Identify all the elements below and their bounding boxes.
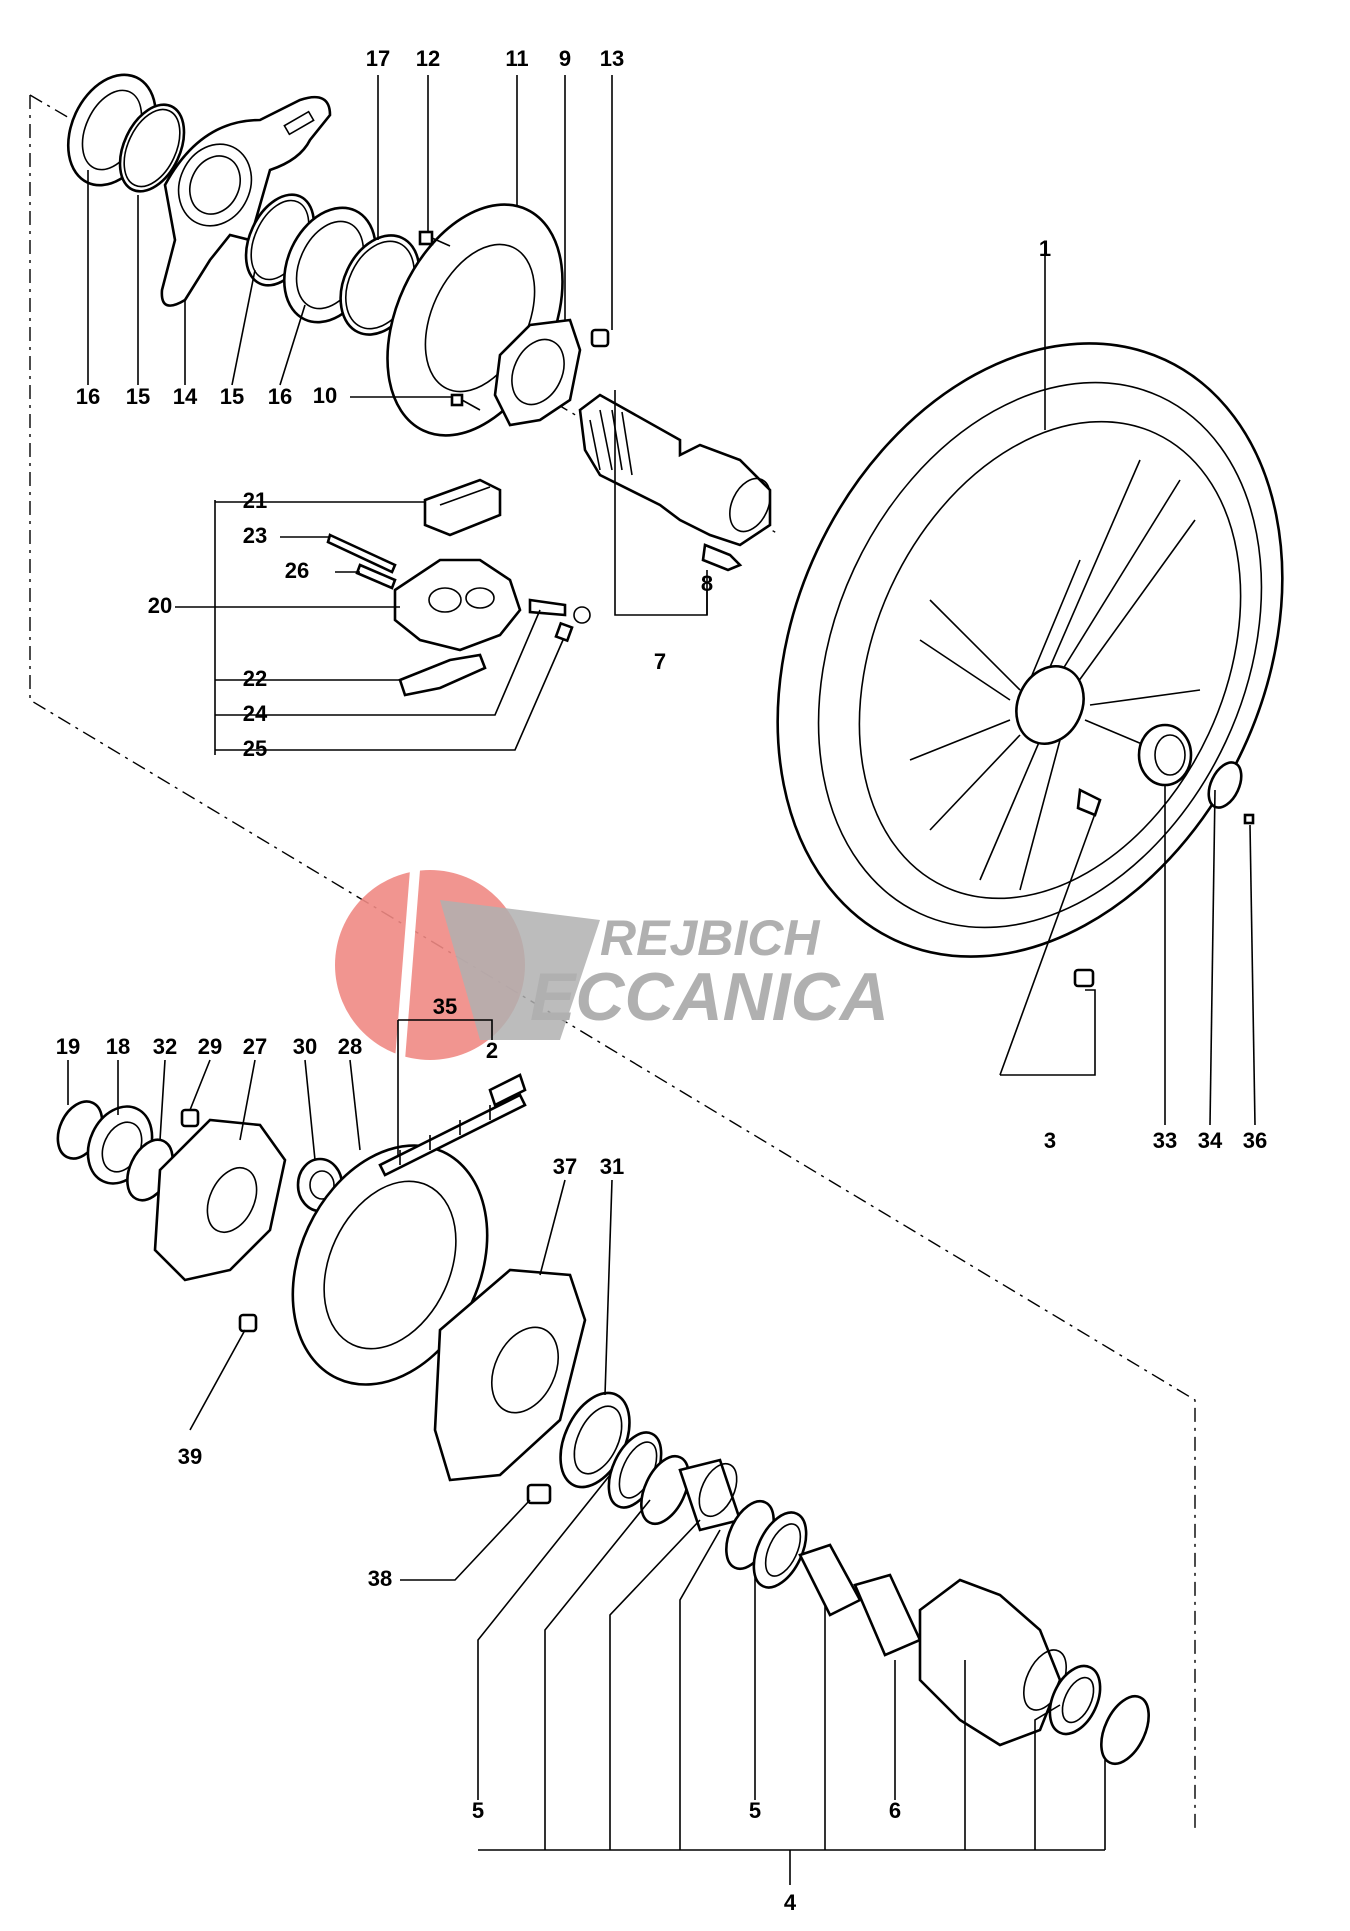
part-7-axle [578,393,772,547]
part-37-cush-drive [433,1268,587,1482]
label-5b: 5 [749,1798,761,1823]
label-24: 24 [243,701,268,726]
label-12: 12 [416,46,440,71]
part-number-labels: 1 2 3 4 5 5 6 7 8 9 10 11 12 13 14 15 15… [56,46,1267,1915]
part-38-bolt [526,1483,552,1505]
label-30: 30 [293,1034,317,1059]
label-34: 34 [1198,1128,1223,1153]
part-21-brake-pads [423,478,502,537]
part-8-stud [701,543,743,572]
label-3: 3 [1044,1128,1056,1153]
label-5a: 5 [472,1798,484,1823]
label-18: 18 [106,1034,130,1059]
part-13-nut [590,328,610,348]
label-23: 23 [243,523,267,548]
part-9-disc-carrier [493,318,582,427]
label-20: 20 [148,593,172,618]
label-31: 31 [600,1154,624,1179]
part-circlip-hub [640,1454,690,1526]
part-2-chain-link [488,1073,527,1107]
part-23-pin [326,533,397,574]
label-19: 19 [56,1034,80,1059]
label-36: 36 [1243,1128,1267,1153]
watermark-logo: REJBICH ECCANICA [335,869,889,1061]
part-bearing-hub [1048,1664,1102,1736]
part-bushing [798,1543,862,1617]
label-11: 11 [505,46,528,71]
label-28: 28 [338,1034,362,1059]
label-14: 14 [173,384,198,409]
label-37: 37 [553,1154,577,1179]
leader-lines [67,75,1256,1885]
part-36-pin [1243,813,1255,825]
label-8: 8 [701,571,713,596]
part-15-circlip [118,103,186,193]
label-29: 29 [198,1034,222,1059]
label-1: 1 [1039,236,1051,261]
part-39-nut [238,1313,258,1333]
label-32: 32 [153,1034,177,1059]
label-39: 39 [178,1444,202,1469]
label-21: 21 [243,488,267,513]
label-7: 7 [654,649,666,674]
part-circlip-hub-3 [1100,1694,1150,1766]
label-25: 25 [243,736,267,761]
part-10-screw [450,393,481,411]
assembly-boundary-dashed [29,94,1196,1830]
label-9: 9 [559,46,571,71]
label-15b: 15 [220,384,244,409]
label-22: 22 [243,666,267,691]
part-1-wheel-rim [776,342,1284,958]
watermark-line2: ECCANICA [530,959,889,1035]
part-3-valve [1073,788,1102,988]
label-10: 10 [313,383,337,408]
part-33-nut [1137,723,1193,787]
part-27-sprocket-flange [153,1118,287,1282]
part-20-caliper [393,558,522,652]
part-5-seal-2 [752,1511,808,1589]
part-22-spring [398,653,487,697]
part-12-bolt [418,230,451,247]
label-16b: 16 [268,384,292,409]
watermark-line1: REJBICH [600,910,820,966]
label-4: 4 [784,1890,797,1915]
part-29-nut [180,1108,200,1128]
label-6: 6 [889,1798,901,1823]
part-25-valve-cap [554,621,574,643]
label-13: 13 [600,46,624,71]
label-38: 38 [368,1566,392,1591]
part-35-chain [378,1093,527,1177]
part-26-bolt [355,563,397,590]
label-27: 27 [243,1034,267,1059]
part-14-caliper-bracket [160,95,332,307]
label-26: 26 [285,558,309,583]
label-2: 2 [486,1038,498,1063]
label-16a: 16 [76,384,100,409]
label-35: 35 [433,994,457,1019]
label-15a: 15 [126,384,150,409]
part-bushing-2 [853,1573,922,1657]
label-33: 33 [1153,1128,1177,1153]
label-17: 17 [366,46,390,71]
